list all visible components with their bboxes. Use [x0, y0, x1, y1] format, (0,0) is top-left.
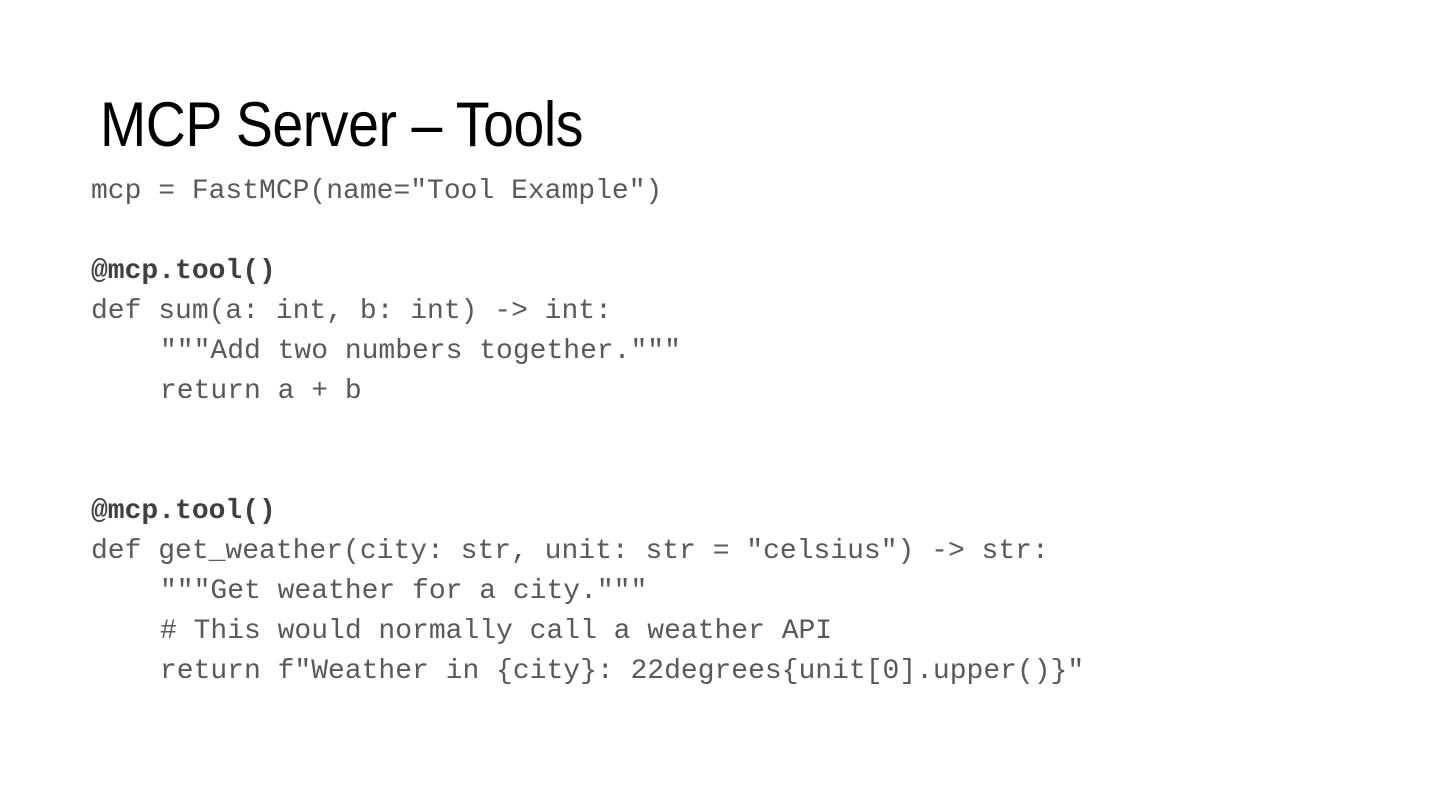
code-block: mcp = FastMCP(name="Tool Example") @mcp.…: [91, 172, 1371, 692]
code-blank-line: [91, 452, 1371, 492]
code-line: @mcp.tool(): [91, 496, 276, 527]
code-blank-line: [91, 412, 1371, 452]
code-line: @mcp.tool(): [91, 256, 276, 287]
code-line: mcp = FastMCP(name="Tool Example"): [91, 176, 663, 207]
code-blank-line: [91, 212, 1371, 252]
code-line: return f"Weather in {city}: 22degrees{un…: [160, 656, 1085, 687]
code-line: """Get weather for a city.""": [160, 576, 648, 607]
code-line: # This would normally call a weather API: [160, 616, 833, 647]
code-line: """Add two numbers together.""": [160, 336, 681, 367]
code-line: def sum(a: int, b: int) -> int:: [91, 296, 612, 327]
code-line: def get_weather(city: str, unit: str = "…: [91, 536, 1049, 567]
page-title: MCP Server – Tools: [100, 90, 584, 161]
code-line: return a + b: [160, 376, 362, 407]
